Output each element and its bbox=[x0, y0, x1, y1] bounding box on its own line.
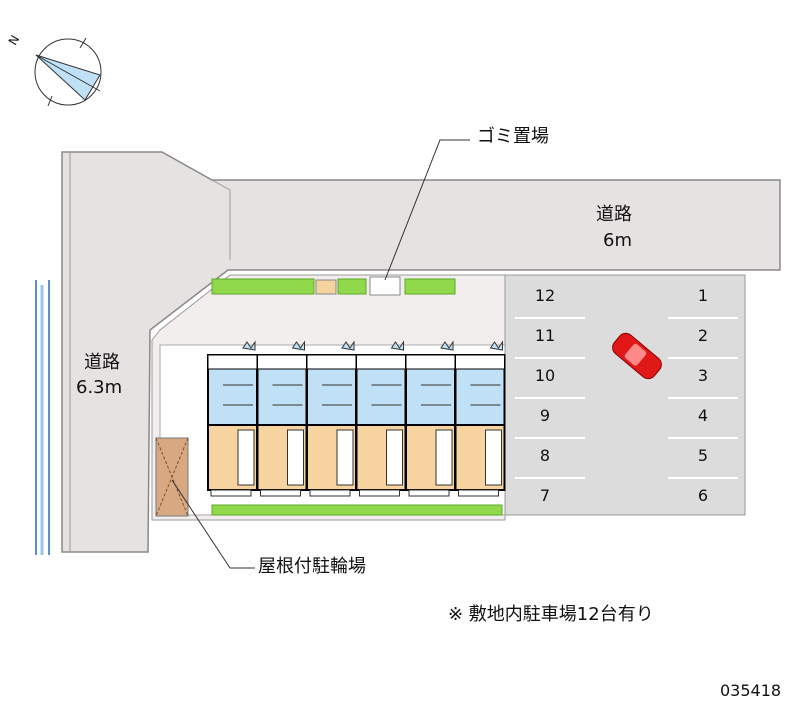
stall-number: 8 bbox=[539, 446, 551, 465]
apartment-unit bbox=[405, 340, 456, 497]
stall-number: 9 bbox=[539, 406, 551, 425]
stall-number: 2 bbox=[697, 326, 709, 345]
stall-number: 12 bbox=[534, 286, 556, 305]
hedge bbox=[337, 278, 367, 295]
stall-number: 1 bbox=[697, 286, 709, 305]
stall-number: 6 bbox=[697, 486, 709, 505]
apartment-unit bbox=[306, 340, 357, 497]
road-edge bbox=[69, 152, 231, 552]
hedges bbox=[211, 278, 503, 516]
parking-lot bbox=[504, 274, 746, 516]
stall-number: 7 bbox=[539, 486, 551, 505]
left-road-width: 6.3m bbox=[76, 377, 123, 398]
hedge bbox=[404, 278, 456, 295]
garbage-label: ゴミ置場 bbox=[477, 126, 549, 147]
leader-line bbox=[171, 479, 255, 569]
parking-note: ※ 敷地内駐車場12台有り bbox=[448, 604, 654, 625]
apartment-unit bbox=[454, 340, 506, 497]
canal bbox=[35, 280, 50, 555]
left-road-label: 道路 bbox=[84, 352, 120, 373]
property-code: 035418 bbox=[720, 681, 782, 700]
hedge bbox=[211, 504, 503, 516]
stall-number: 4 bbox=[697, 406, 709, 425]
car-icon bbox=[612, 332, 662, 380]
garbage-area bbox=[369, 276, 401, 296]
apartment-unit bbox=[355, 340, 407, 497]
stall-number: 11 bbox=[534, 326, 556, 345]
bike-shelter bbox=[155, 437, 189, 517]
hedge-gap-box bbox=[315, 279, 337, 295]
apartment-unit bbox=[256, 340, 308, 497]
apartment-unit bbox=[207, 340, 258, 497]
top-road-label: 道路 bbox=[596, 204, 632, 225]
stall-number: 10 bbox=[534, 366, 556, 385]
building bbox=[207, 340, 506, 497]
stall-number: 5 bbox=[697, 446, 709, 465]
road-area bbox=[61, 151, 781, 553]
bike-shelter-label: 屋根付駐輪場 bbox=[258, 556, 366, 577]
top-road-width: 6m bbox=[603, 230, 632, 251]
hedge bbox=[211, 278, 315, 295]
stall-number: 3 bbox=[697, 366, 709, 385]
leader-line bbox=[384, 139, 470, 281]
compass-icon bbox=[34, 37, 102, 107]
